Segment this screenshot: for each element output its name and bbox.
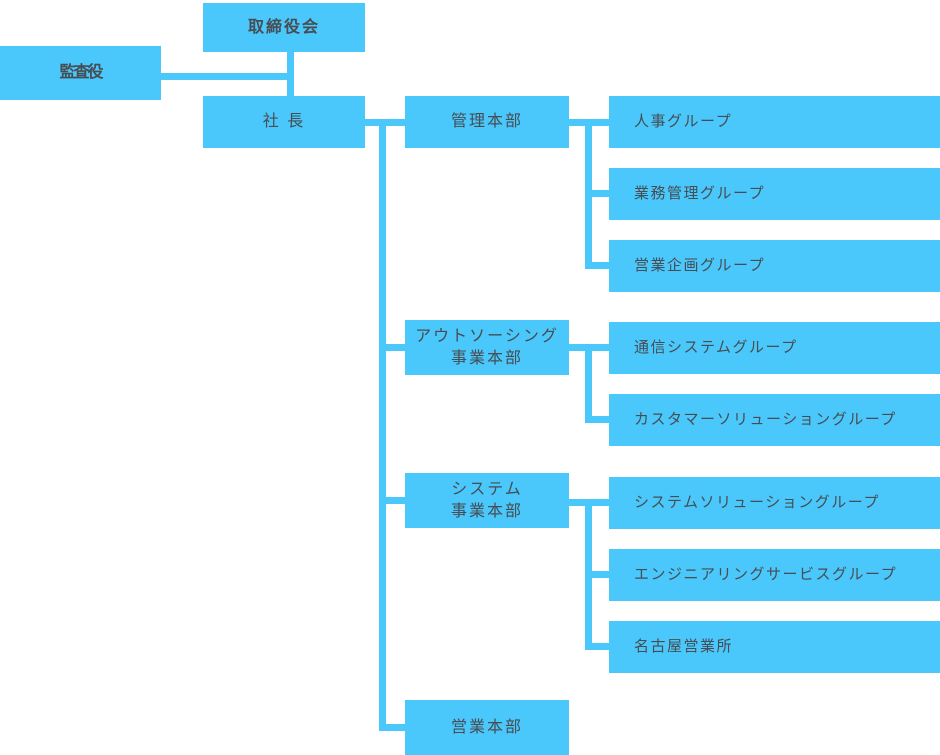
node-auditor: 監査役 xyxy=(0,46,161,100)
node-group-sales-planning: 営業企画グループ xyxy=(609,240,940,292)
connector-system-subtrunk xyxy=(585,499,592,650)
node-group-telecom-systems-label: 通信システムグループ xyxy=(634,339,798,356)
node-group-nagoya-office: 名古屋営業所 xyxy=(609,621,940,673)
connector-main-trunk xyxy=(379,119,386,731)
connector-trunk-to-system xyxy=(386,497,405,504)
connector-outsourcing-subtrunk xyxy=(585,344,592,423)
connector-trunk-to-outsourcing xyxy=(386,344,405,351)
node-auditor-label: 監査役 xyxy=(59,64,103,81)
connector-admin-to-group3 xyxy=(592,262,609,269)
node-division-outsourcing: アウトソーシング 事業本部 xyxy=(405,320,569,375)
node-group-business-management: 業務管理グループ xyxy=(609,168,940,220)
connector-admin-to-group2 xyxy=(592,190,609,197)
node-group-engineering-services-label: エンジニアリングサービスグループ xyxy=(634,566,898,583)
node-division-sales: 営業本部 xyxy=(405,700,569,755)
node-group-engineering-services: エンジニアリングサービスグループ xyxy=(609,549,940,601)
node-group-hr-label: 人事グループ xyxy=(634,113,733,130)
connector-system-to-group2 xyxy=(592,571,609,578)
node-division-admin-label: 管理本部 xyxy=(450,113,523,130)
node-group-business-management-label: 業務管理グループ xyxy=(634,185,766,202)
connector-trunk-to-sales xyxy=(379,724,405,731)
node-group-system-solutions: システムソリューショングループ xyxy=(609,477,940,529)
connector-system-to-group3 xyxy=(592,643,609,650)
node-board-of-directors-label: 取締役会 xyxy=(247,18,320,36)
connector-outsourcing-to-group2 xyxy=(592,416,609,423)
node-division-outsourcing-label-line2: 事業本部 xyxy=(450,349,523,367)
node-president: 社 長 xyxy=(203,96,365,148)
node-division-outsourcing-label-line1: アウトソーシング xyxy=(415,327,559,345)
node-group-system-solutions-label: システムソリューショングループ xyxy=(634,494,880,511)
connector-auditor-line xyxy=(161,73,294,80)
node-group-hr: 人事グループ xyxy=(609,96,940,148)
node-group-customer-solutions-label: カスタマーソリューショングループ xyxy=(634,411,897,428)
node-division-system-label-line2: 事業本部 xyxy=(450,502,523,520)
node-division-admin: 管理本部 xyxy=(405,96,569,148)
node-division-system-label-line1: システム xyxy=(451,480,523,498)
connector-admin-subtrunk xyxy=(585,119,592,269)
node-group-nagoya-office-label: 名古屋営業所 xyxy=(634,638,734,655)
node-group-telecom-systems: 通信システムグループ xyxy=(609,322,940,374)
node-group-customer-solutions: カスタマーソリューショングループ xyxy=(609,394,940,446)
node-president-label: 社 長 xyxy=(262,113,306,130)
node-division-system: システム 事業本部 xyxy=(405,473,569,528)
node-board-of-directors: 取締役会 xyxy=(203,3,365,52)
node-division-sales-label: 営業本部 xyxy=(450,718,523,736)
node-group-sales-planning-label: 営業企画グループ xyxy=(634,257,766,274)
